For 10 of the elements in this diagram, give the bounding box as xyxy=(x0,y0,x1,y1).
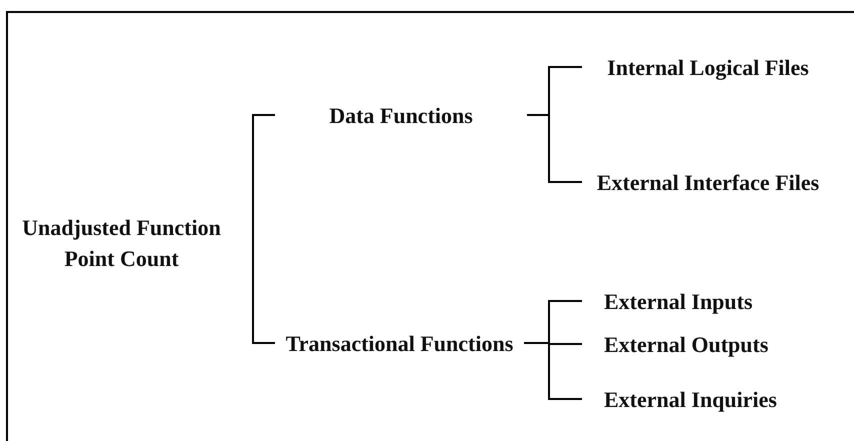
node-label: Unadjusted Function Point Count xyxy=(21,214,222,273)
node-label: External Inputs xyxy=(604,288,753,316)
node-label: External Inquiries xyxy=(604,386,777,414)
node-label: External Interface Files xyxy=(596,168,820,196)
node-label: Transactional Functions xyxy=(286,330,514,358)
node-label: Data Functions xyxy=(329,102,473,130)
node-label: External Outputs xyxy=(604,330,768,359)
node-label: Internal Logical Files xyxy=(607,54,809,82)
connector-line xyxy=(252,114,275,244)
connector-line xyxy=(252,242,275,344)
